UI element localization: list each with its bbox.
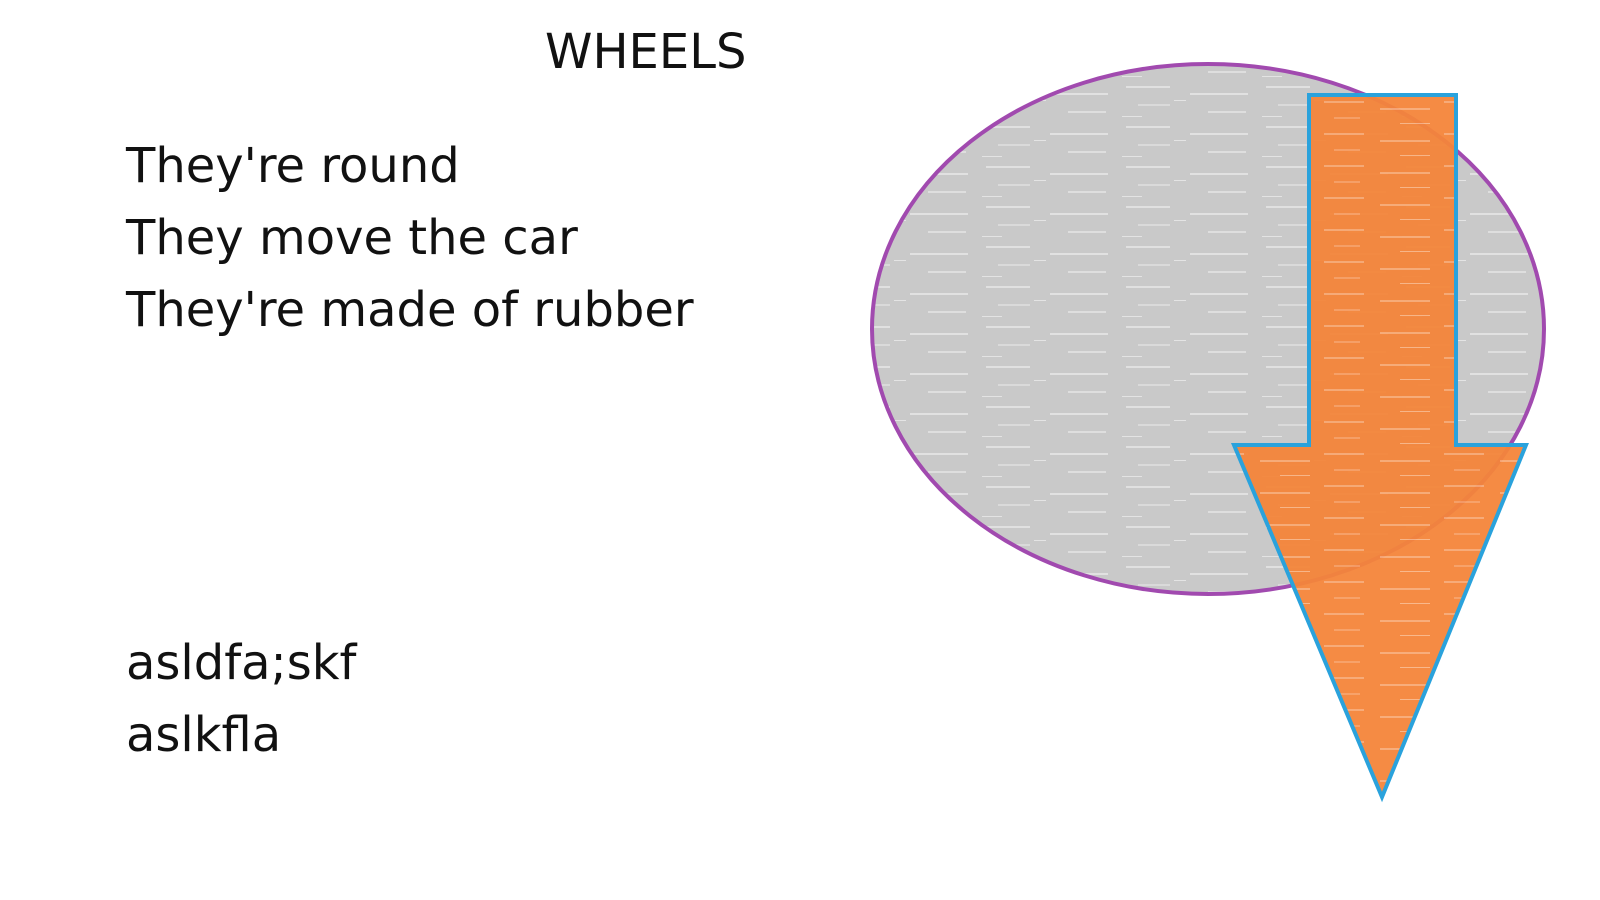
bullet-item: They're made of rubber: [126, 282, 694, 338]
bullet-list: They're round They move the car They're …: [126, 130, 694, 346]
bullet-item: They're round: [126, 138, 460, 194]
note-line: asldfa;skf: [126, 635, 357, 691]
notes-text: asldfa;skf aslkfla: [126, 627, 356, 771]
bullet-item: They move the car: [126, 210, 578, 266]
slide-title: WHEELS: [545, 24, 747, 80]
wheel-ellipse: [870, 62, 1546, 596]
note-line: aslkfla: [126, 707, 282, 763]
down-arrow: [1230, 93, 1529, 803]
